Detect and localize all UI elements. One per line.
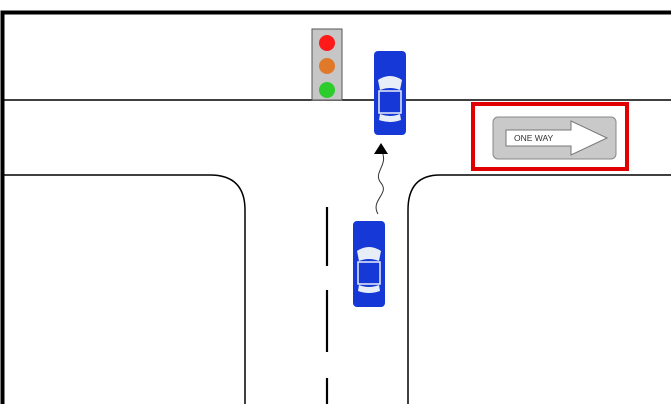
movement-arrow-head: [374, 143, 388, 154]
road-edge-lower-right: [407, 174, 671, 404]
traffic-light: [311, 28, 343, 101]
car-bottom: [353, 221, 385, 307]
car-top: [374, 51, 406, 135]
movement-arrow: [374, 143, 388, 215]
light-green: [319, 82, 335, 98]
one-way-sign: ONE WAY: [492, 116, 617, 160]
frame-border: [0, 10, 671, 404]
movement-arrow-path: [375, 149, 385, 215]
car-bottom-rear-window: [358, 285, 380, 293]
road-edge-lower-left: [4, 174, 246, 404]
car-top-windshield: [378, 76, 402, 90]
light-red: [319, 35, 335, 51]
sign-arrow: [505, 120, 609, 156]
car-top-rear-window: [379, 114, 401, 122]
car-bottom-windshield: [357, 247, 381, 261]
highlight-box: [471, 102, 629, 171]
car-bottom-roof: [357, 261, 381, 285]
light-orange: [319, 58, 335, 74]
car-top-roof: [378, 90, 402, 114]
sign-text: ONE WAY: [514, 133, 554, 143]
